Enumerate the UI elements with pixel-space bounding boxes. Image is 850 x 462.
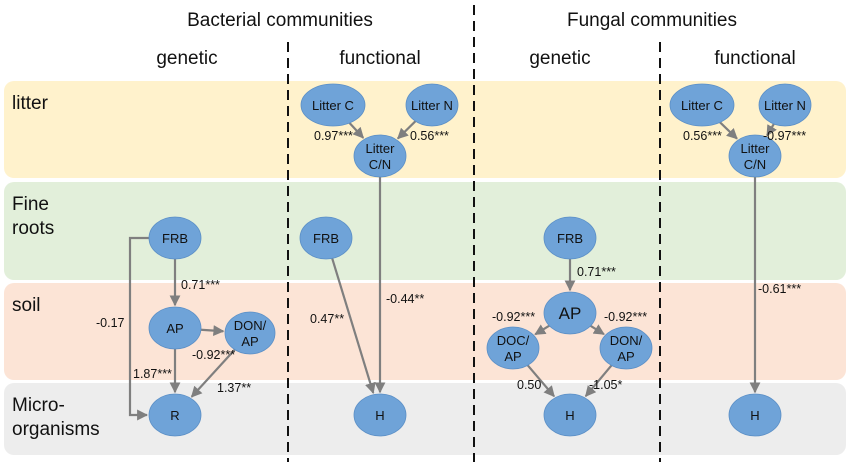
node-fungal-genetic-DOC_AP <box>486 326 540 370</box>
node-bacterial-genetic-AP <box>148 306 202 350</box>
edge-fungal-genetic-AP-DOC_AP <box>534 324 550 336</box>
edges-layer <box>128 120 777 421</box>
node-fungal-genetic-H <box>543 393 597 437</box>
edge-label-bacterial-functional-LitterC-LitterCN: 0.97*** <box>314 129 353 143</box>
edge-label-bacterial-genetic-DON_AP: -0.92*** <box>192 348 235 362</box>
node-bacterial-functional-FRB <box>299 216 353 260</box>
header-bact-genetic: genetic <box>156 48 217 69</box>
edge-label-bacterial-functional-LitterN-LitterCN: 0.56*** <box>410 129 449 143</box>
edge-bacterial-genetic-FRB-R <box>128 236 149 421</box>
node-bacterial-functional-H <box>353 393 407 437</box>
edge-label-fungal-functional-LitterCN-H: -0.61*** <box>758 282 801 296</box>
node-label-fungal-genetic-DON_AP: DON/AP <box>610 333 643 364</box>
header-fung-genetic: genetic <box>529 48 590 69</box>
node-label-fungal-genetic-AP: AP <box>559 304 582 323</box>
edge-label-fungal-genetic-FRB-AP: 0.71*** <box>577 265 616 279</box>
node-label-bacterial-functional-H: H <box>375 408 384 423</box>
header-bacterial: Bacterial communities <box>187 10 373 31</box>
node-fungal-functional-LitterN <box>758 83 812 127</box>
band-litter <box>4 81 846 178</box>
header-bact-functional: functional <box>339 48 420 69</box>
edge-fungal-genetic-DON_AP-H <box>584 364 613 398</box>
node-fungal-functional-LitterCN <box>728 134 782 178</box>
edge-label-bacterial-genetic-FRB-R: -0.17 <box>96 316 125 330</box>
edge-fungal-genetic-AP-DON_AP <box>589 324 605 336</box>
node-label-bacterial-genetic-AP: AP <box>166 321 183 336</box>
edge-fungal-genetic-DOC_AP-H <box>526 364 555 398</box>
edge-bacterial-functional-LitterC-LitterCN <box>348 122 365 139</box>
node-label-fungal-functional-H: H <box>750 408 759 423</box>
dividers-layer <box>287 5 661 462</box>
edge-bacterial-genetic-DON_AP-R <box>190 348 236 398</box>
node-label-bacterial-functional-LitterC: Litter C <box>312 98 354 113</box>
edge-label-bacterial-functional-LitterCN-H: -0.44** <box>386 292 424 306</box>
edge-fungal-functional-LitterC-LitterCN <box>719 121 738 140</box>
node-bacterial-functional-LitterCN <box>353 134 407 178</box>
edge-label-bacterial-genetic-FRB-AP: 0.71*** <box>181 278 220 292</box>
node-bacterial-functional-LitterN <box>405 83 459 127</box>
headers-layer: Bacterial communities Fungal communities… <box>156 10 795 69</box>
node-label-fungal-functional-LitterC: Litter C <box>681 98 723 113</box>
node-fungal-genetic-DON_AP <box>599 326 653 370</box>
node-label-fungal-functional-LitterN: Litter N <box>764 98 806 113</box>
band-fine-roots <box>4 182 846 280</box>
edge-fungal-functional-LitterN-LitterCN <box>766 123 777 137</box>
header-fung-functional: functional <box>714 48 795 69</box>
edge-label-fungal-functional-LitterN-LitterCN: -0.97*** <box>763 129 806 143</box>
header-fungal: Fungal communities <box>567 10 737 31</box>
node-label-fungal-genetic-FRB: FRB <box>557 231 583 246</box>
node-label-bacterial-functional-LitterN: Litter N <box>411 98 453 113</box>
band-label-litter: litter <box>12 93 49 114</box>
edge-label-bacterial-genetic-AP-R: 1.87*** <box>133 367 172 381</box>
node-bacterial-genetic-DON_AP <box>224 311 276 355</box>
band-micro-organisms <box>4 383 846 455</box>
edge-label-fungal-genetic-AP-DOC_AP: -0.92*** <box>492 310 535 324</box>
band-label-soil: soil <box>12 295 41 316</box>
node-label-bacterial-genetic-R: R <box>170 408 179 423</box>
node-label-bacterial-genetic-DON_AP: DON/AP <box>234 318 267 349</box>
node-bacterial-functional-LitterC <box>300 83 366 127</box>
node-bacterial-genetic-FRB <box>148 216 202 260</box>
edge-label-bacterial-functional-FRB-H: 0.47** <box>310 312 344 326</box>
edge-label-bacterial-genetic-DON_AP-R: 1.37** <box>217 381 251 395</box>
band-label-micro-organisms: Micro-organisms <box>12 395 100 440</box>
node-fungal-genetic-AP <box>543 291 597 335</box>
edge-bacterial-functional-LitterN-LitterCN <box>397 120 417 140</box>
edge-bacterial-genetic-AP-DON_AP <box>200 325 225 337</box>
edge-label-fungal-genetic-AP-DON_AP: -0.92*** <box>604 310 647 324</box>
node-label-fungal-genetic-DOC_AP: DOC/AP <box>497 333 530 364</box>
edge-label-fungal-genetic-DOC_AP-H: 0.50 <box>517 378 541 392</box>
node-label-bacterial-genetic-FRB: FRB <box>162 231 188 246</box>
node-bacterial-genetic-R <box>148 393 202 437</box>
edge-bacterial-functional-FRB-H <box>331 258 376 394</box>
labels-layer: 0.71*** 1.87*** 1.37** -0.17 -0.92*** 0.97***… <box>96 129 806 395</box>
node-fungal-genetic-FRB <box>543 216 597 260</box>
node-label-fungal-genetic-H: H <box>565 408 574 423</box>
edge-label-fungal-functional-LitterC-LitterCN: 0.56*** <box>683 129 722 143</box>
node-label-bacterial-functional-FRB: FRB <box>313 231 339 246</box>
edge-label-fungal-genetic-DON_AP-H: -1.05* <box>589 378 622 392</box>
node-fungal-functional-H <box>728 393 782 437</box>
node-fungal-functional-LitterC <box>669 83 735 127</box>
